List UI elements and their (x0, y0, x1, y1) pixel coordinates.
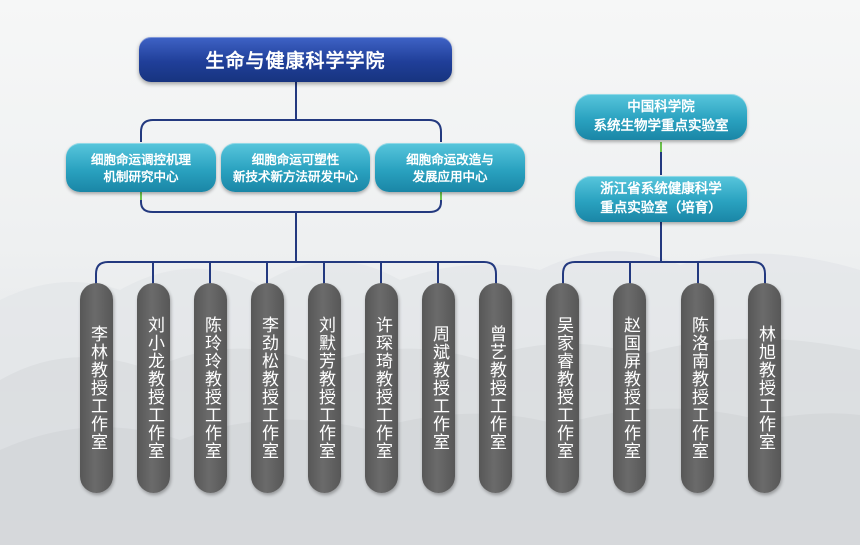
studio-label: 林旭教授工作室 (755, 325, 775, 451)
root-node-college: 生命与健康科学学院 (139, 37, 452, 82)
lab-node-cas-systems-biology: 中国科学院 系统生物学重点实验室 (575, 94, 747, 140)
studio-node: 许琛琦教授工作室 (365, 283, 398, 493)
studio-node: 吴家睿教授工作室 (546, 283, 579, 493)
studio-node: 李劲松教授工作室 (251, 283, 284, 493)
studio-label: 陈玲玲教授工作室 (201, 316, 221, 460)
center-node-line1: 细胞命运可塑性 (251, 151, 340, 167)
center-node-mechanism: 细胞命运调控机理 机制研究中心 (66, 143, 216, 192)
center-node-line2: 新技术新方法研发中心 (232, 168, 358, 184)
center-node-application: 细胞命运改造与 发展应用中心 (375, 143, 525, 192)
studio-node: 周斌教授工作室 (422, 283, 455, 493)
studio-label: 许琛琦教授工作室 (372, 316, 392, 460)
center-node-new-technology: 细胞命运可塑性 新技术新方法研发中心 (221, 143, 370, 192)
studio-node: 刘小龙教授工作室 (137, 283, 170, 493)
center-node-line2: 发展应用中心 (412, 168, 488, 184)
studio-label: 陈洛南教授工作室 (688, 316, 708, 460)
root-node-label: 生命与健康科学学院 (205, 50, 386, 72)
studio-label: 李林教授工作室 (87, 325, 107, 451)
studio-label: 赵国屏教授工作室 (620, 316, 640, 460)
center-node-line2: 机制研究中心 (103, 168, 179, 184)
studio-node: 林旭教授工作室 (748, 283, 781, 493)
studio-label: 刘默芳教授工作室 (315, 316, 335, 460)
studio-node: 陈洛南教授工作室 (681, 283, 714, 493)
lab-node-line1: 浙江省系统健康科学 (600, 181, 722, 197)
studio-node: 陈玲玲教授工作室 (194, 283, 227, 493)
lab-node-line2: 系统生物学重点实验室 (593, 118, 729, 134)
center-node-line1: 细胞命运改造与 (406, 151, 494, 167)
studio-label: 李劲松教授工作室 (258, 316, 278, 460)
studio-label: 曾艺教授工作室 (486, 325, 506, 451)
center-node-line1: 细胞命运调控机理 (90, 151, 191, 167)
studio-node: 赵国屏教授工作室 (613, 283, 646, 493)
studio-label: 刘小龙教授工作室 (144, 316, 164, 460)
lab-node-zhejiang-health-science: 浙江省系统健康科学 重点实验室（培育） (575, 176, 747, 222)
studio-node: 刘默芳教授工作室 (308, 283, 341, 493)
lab-node-line1: 中国科学院 (627, 99, 695, 115)
lab-node-line2: 重点实验室（培育） (600, 200, 722, 216)
studio-label: 吴家睿教授工作室 (553, 316, 573, 460)
studio-node: 曾艺教授工作室 (479, 283, 512, 493)
studio-node: 李林教授工作室 (80, 283, 113, 493)
studio-label: 周斌教授工作室 (429, 325, 449, 451)
